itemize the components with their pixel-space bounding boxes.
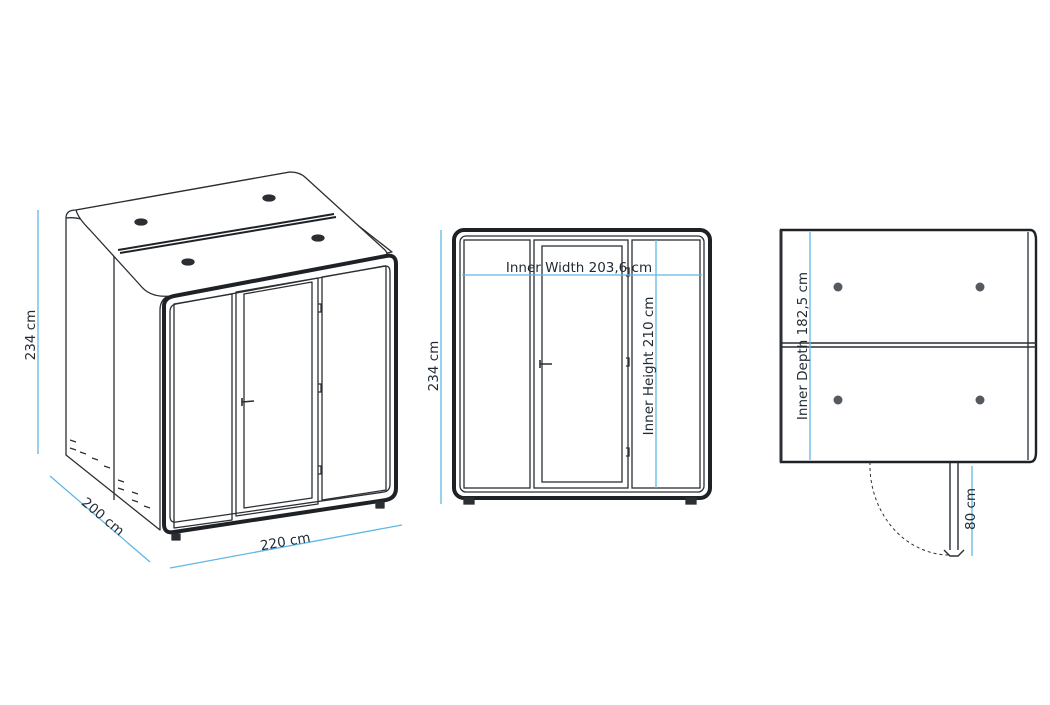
iso-front-frame-inner — [169, 265, 391, 523]
top-roof-hole — [833, 395, 843, 405]
front-foot — [685, 497, 697, 505]
door-swing-arc — [869, 461, 951, 556]
front-inner-frame — [459, 235, 705, 493]
iso-height-label: 234 cm — [23, 310, 39, 361]
front-right-glass — [631, 239, 701, 489]
top-outer-frame — [779, 228, 1038, 464]
front-door-hinges — [626, 267, 630, 457]
isometric-view — [65, 171, 398, 541]
iso-vent-slots — [69, 439, 151, 509]
iso-front-frame — [162, 253, 398, 535]
front-door — [533, 239, 629, 489]
iso-dimension-lines — [37, 210, 403, 569]
inner-height-label: Inner Height 210 cm — [641, 297, 657, 436]
iso-width-label: 220 cm — [259, 530, 312, 555]
top-view — [779, 228, 1038, 557]
top-roof-hole — [975, 395, 985, 405]
inner-depth-label: Inner Depth 182,5 cm — [795, 272, 811, 420]
inner-width-label: Inner Width 203,6 cm — [506, 260, 652, 276]
front-outer-frame — [452, 228, 712, 500]
iso-roof-hole — [262, 194, 276, 202]
iso-roof-hole — [311, 234, 325, 242]
iso-roof-hole — [181, 258, 195, 266]
iso-left-glass — [173, 293, 233, 529]
front-view — [452, 228, 712, 505]
iso-door-handle — [241, 398, 255, 406]
top-dimension-lines — [809, 232, 973, 556]
top-roof-hole — [975, 282, 985, 292]
front-height-label: 234 cm — [426, 341, 442, 392]
iso-foot — [171, 533, 181, 541]
iso-width-line — [169, 524, 403, 569]
iso-door-hinges — [318, 303, 322, 475]
iso-door — [235, 277, 319, 517]
door-swing-label: 80 cm — [963, 488, 979, 530]
iso-depth-line — [49, 475, 151, 563]
top-center-seam — [781, 342, 1036, 348]
top-roof-hole — [833, 282, 843, 292]
iso-door-inner — [243, 281, 313, 509]
front-foot — [463, 497, 475, 505]
iso-roof-hole — [134, 218, 148, 226]
front-door-handle — [539, 360, 552, 368]
front-dimension-lines — [440, 230, 702, 504]
open-door — [943, 462, 965, 557]
front-left-glass — [463, 239, 531, 489]
iso-roof-seam — [117, 213, 337, 254]
iso-depth-label: 200 cm — [78, 495, 127, 540]
iso-right-glass — [321, 265, 387, 501]
iso-foot — [375, 501, 385, 509]
